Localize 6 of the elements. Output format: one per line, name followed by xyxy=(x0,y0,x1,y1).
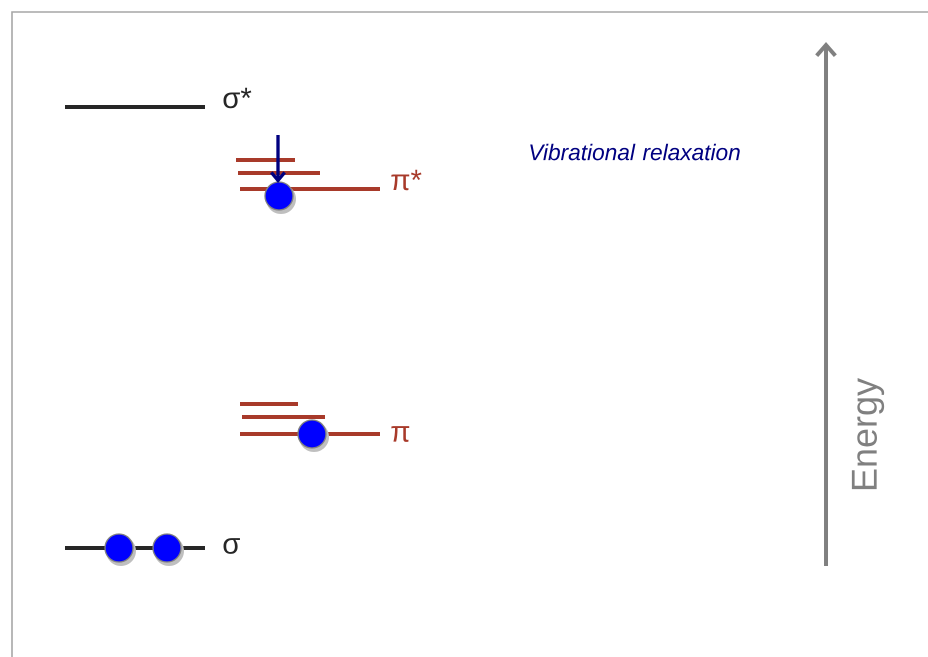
label: Energy xyxy=(852,378,884,490)
label: σ xyxy=(224,538,240,554)
label: π xyxy=(391,426,410,442)
label: Vibrational relaxation xyxy=(530,144,740,160)
label: π* xyxy=(391,170,422,190)
label: σ* xyxy=(224,88,252,108)
